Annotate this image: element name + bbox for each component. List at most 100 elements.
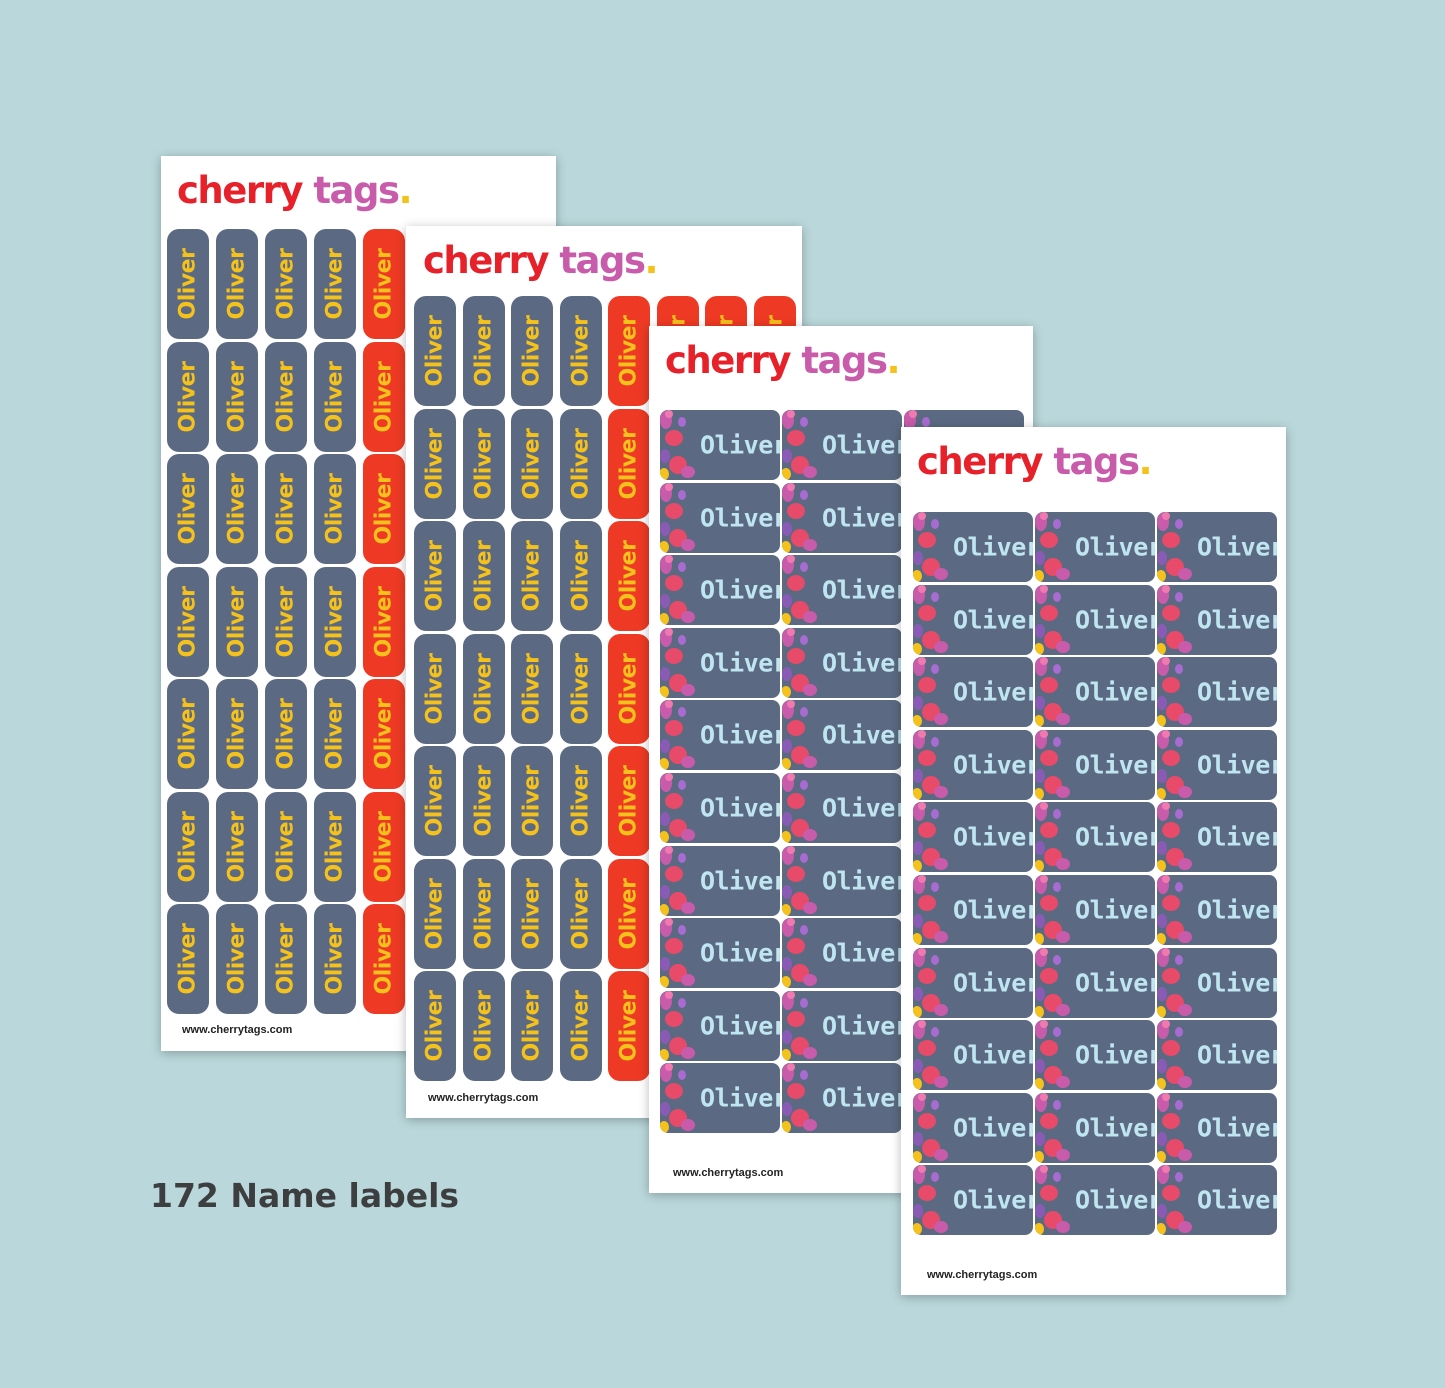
confetti-blob — [1178, 858, 1192, 871]
confetti-blob — [665, 627, 673, 636]
name-label: Oliver — [913, 729, 1033, 800]
confetti-blob — [782, 1102, 792, 1117]
name-label: Oliver — [782, 1063, 902, 1134]
name-label: Oliver — [1035, 584, 1155, 655]
confetti-blob — [918, 532, 936, 548]
confetti-blob — [1035, 841, 1045, 856]
confetti-blob — [1040, 532, 1058, 548]
confetti-blob — [913, 1078, 922, 1091]
confetti-blob — [1035, 860, 1044, 873]
label-name-text: Oliver — [822, 430, 902, 460]
confetti-blob — [1178, 931, 1192, 943]
label-name-text: Oliver — [371, 248, 397, 320]
confetti-blob — [1157, 914, 1167, 928]
name-label: Oliver — [363, 341, 405, 452]
confetti-blob — [787, 502, 805, 519]
name-label: Oliver — [913, 802, 1033, 873]
confetti-blob — [787, 647, 805, 664]
confetti-blob — [918, 875, 926, 883]
confetti-blob — [665, 918, 673, 927]
confetti-blob — [931, 954, 939, 965]
confetti-blob — [665, 938, 683, 955]
name-label: Oliver — [216, 566, 258, 677]
brand-logo: cherry tags. — [423, 239, 659, 282]
confetti-blob — [1178, 1076, 1192, 1089]
label-name-text: Oliver — [700, 938, 780, 968]
label-name-text: Oliver — [273, 361, 299, 432]
confetti-blob — [1157, 642, 1166, 655]
confetti-blob — [800, 489, 808, 500]
brand-dot: . — [886, 339, 901, 382]
label-name-text: Oliver — [700, 648, 780, 678]
name-label: Oliver — [608, 971, 650, 1081]
confetti-blob — [1035, 933, 1044, 945]
confetti-blob — [678, 997, 686, 1008]
name-label: Oliver — [782, 990, 902, 1061]
confetti-blob — [1157, 933, 1166, 945]
brand-dot: . — [644, 239, 659, 282]
label-name-text: Oliver — [471, 878, 496, 949]
label-name-text: Oliver — [1075, 750, 1155, 780]
confetti-blob — [800, 562, 808, 573]
confetti-blob — [931, 591, 939, 602]
confetti-blob — [782, 666, 792, 681]
confetti-blob — [913, 715, 922, 728]
label-name-text: Oliver — [953, 1185, 1033, 1215]
confetti-blob — [803, 901, 817, 914]
confetti-blob — [918, 749, 936, 766]
label-name-text: Oliver — [568, 315, 593, 387]
confetti-decoration — [1157, 1092, 1192, 1163]
name-label: Oliver — [1157, 1092, 1277, 1163]
confetti-blob — [934, 785, 948, 798]
confetti-blob — [913, 1150, 922, 1163]
name-label: Oliver — [1035, 1165, 1155, 1236]
label-name-text: Oliver — [953, 895, 1033, 925]
confetti-blob — [660, 540, 669, 553]
label-name-text: Oliver — [273, 698, 299, 770]
label-name-text: Oliver — [1197, 822, 1277, 852]
caption: 172 Name labels — [150, 1176, 460, 1215]
confetti-blob — [1178, 1148, 1192, 1161]
confetti-decoration — [913, 1092, 948, 1163]
confetti-blob — [1040, 677, 1058, 694]
name-label: Oliver — [660, 700, 780, 771]
confetti-blob — [1035, 1150, 1044, 1163]
name-label: Oliver — [314, 341, 356, 452]
confetti-blob — [660, 666, 670, 681]
confetti-blob — [934, 1003, 948, 1016]
confetti-blob — [913, 841, 923, 856]
confetti-blob — [782, 812, 792, 826]
name-label: Oliver — [913, 947, 1033, 1018]
confetti-blob — [934, 640, 948, 653]
label-name-text: Oliver — [953, 822, 1033, 852]
confetti-decoration — [1157, 802, 1192, 873]
confetti-blob — [1035, 1204, 1045, 1219]
confetti-blob — [918, 1020, 926, 1029]
brand-word-tags: tags — [1053, 440, 1140, 483]
confetti-blob — [678, 852, 686, 863]
label-name-text: Oliver — [568, 653, 593, 724]
label-name-text: Oliver — [822, 793, 902, 823]
label-name-text: Oliver — [1075, 605, 1155, 635]
confetti-blob — [678, 780, 686, 790]
confetti-decoration — [782, 555, 817, 626]
confetti-blob — [1162, 657, 1170, 666]
label-name-text: Oliver — [822, 720, 902, 750]
label-name-text: Oliver — [1075, 1113, 1155, 1143]
name-label: Oliver — [511, 296, 553, 406]
label-name-text: Oliver — [224, 586, 250, 657]
confetti-blob — [782, 449, 792, 463]
confetti-blob — [1056, 640, 1070, 653]
name-label: Oliver — [265, 679, 307, 789]
confetti-blob — [1053, 1172, 1061, 1183]
confetti-blob — [800, 852, 808, 863]
label-name-text: Oliver — [422, 653, 448, 724]
name-label: Oliver — [265, 791, 307, 902]
confetti-blob — [913, 1005, 922, 1018]
confetti-blob — [1162, 1092, 1170, 1101]
brand-word-tags: tags — [313, 169, 400, 212]
name-label: Oliver — [660, 773, 780, 843]
label-name-text: Oliver — [175, 248, 201, 320]
label-name-text: Oliver — [519, 878, 545, 949]
confetti-blob — [681, 901, 695, 914]
